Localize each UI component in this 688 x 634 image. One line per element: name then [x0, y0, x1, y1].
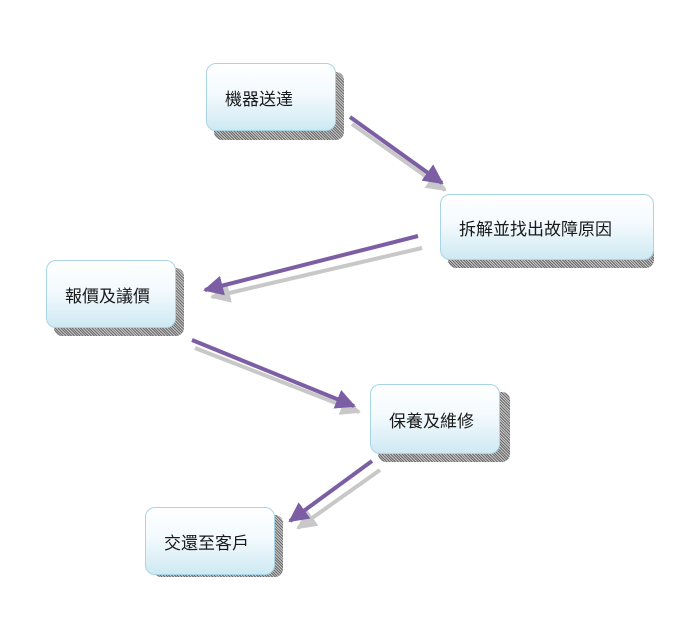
node-label: 報價及議價: [65, 286, 150, 307]
arrow-2-shadow: [210, 246, 423, 303]
arrow-2: [203, 234, 419, 296]
node-return-to-customer: 交還至客戶: [145, 507, 275, 575]
node-disassemble-diagnose: 拆解並找出故障原因: [440, 194, 654, 260]
node-label: 保養及維修: [389, 411, 474, 432]
arrow-1-shadow: [350, 122, 447, 192]
arrow-4: [288, 459, 374, 523]
node-label: 拆解並找出故障原因: [459, 219, 612, 240]
node-quote-negotiate: 報價及議價: [46, 260, 176, 328]
node-maintenance-repair: 保養及維修: [370, 384, 500, 454]
arrow-3: [191, 338, 356, 409]
node-machine-arrival: 機器送達: [206, 63, 336, 131]
node-label: 交還至客戶: [164, 533, 249, 554]
node-label: 機器送達: [225, 89, 293, 110]
arrow-4-shadow: [296, 468, 382, 530]
arrow-1: [348, 115, 444, 185]
arrow-3-shadow: [194, 346, 361, 415]
